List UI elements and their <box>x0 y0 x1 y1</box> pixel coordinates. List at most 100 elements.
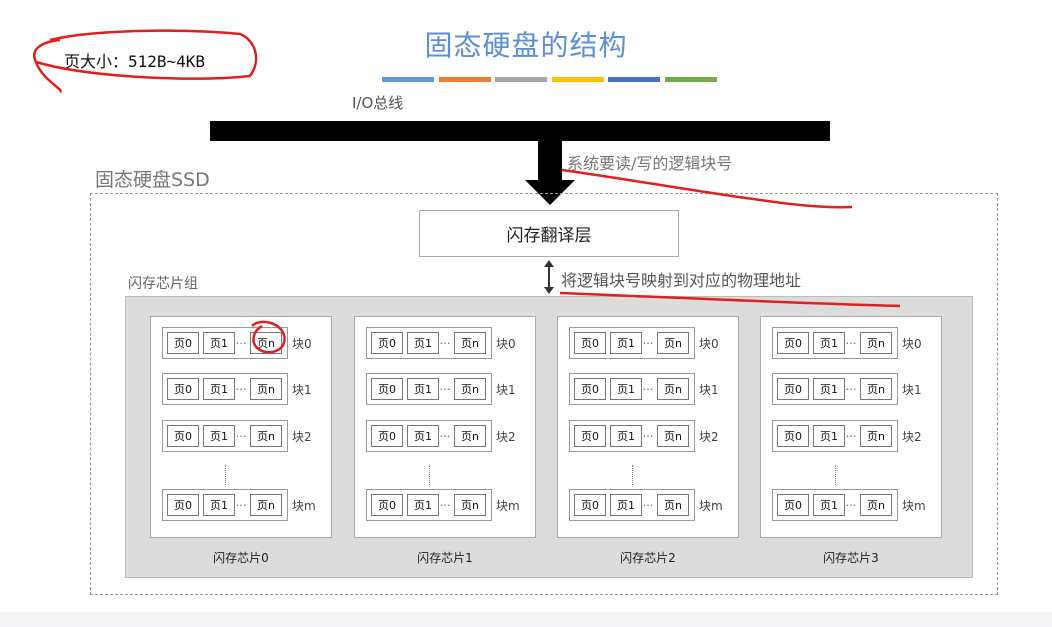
color-bar-segment <box>438 77 491 82</box>
block-label: 块m <box>699 499 723 513</box>
flash-page: 页1 <box>813 494 845 516</box>
block-label: 块0 <box>902 337 922 351</box>
flash-page: 页1 <box>203 332 235 354</box>
flash-page: 页1 <box>407 494 439 516</box>
flash-page: 页n <box>657 425 689 447</box>
page-ellipsis: … <box>439 496 451 509</box>
flash-page: 页n <box>454 332 486 354</box>
flash-page: 页0 <box>371 332 403 354</box>
page-ellipsis: … <box>439 427 451 440</box>
block-ellipsis <box>835 465 838 485</box>
flash-page: 页0 <box>574 332 606 354</box>
flash-page: 页n <box>860 425 892 447</box>
block-label: 块2 <box>496 430 516 444</box>
flash-page: 页1 <box>203 378 235 400</box>
flash-page: 页0 <box>371 425 403 447</box>
flash-page: 页1 <box>407 425 439 447</box>
color-bar-segment <box>608 77 660 82</box>
flash-page: 页n <box>250 332 282 354</box>
block-ellipsis <box>225 465 228 485</box>
chip-label: 闪存芯片0 <box>213 551 269 565</box>
handwritten-note: 页大小：512B~4KB <box>64 52 206 71</box>
block-label: 块2 <box>292 430 312 444</box>
flash-page: 页1 <box>610 378 642 400</box>
block-label: 块2 <box>699 430 719 444</box>
flash-page: 页0 <box>371 378 403 400</box>
block-label: 块1 <box>699 383 719 397</box>
chip-group-label: 闪存芯片组 <box>128 276 198 292</box>
flash-page: 页0 <box>777 332 809 354</box>
block-label: 块1 <box>292 383 312 397</box>
page-ellipsis: … <box>845 380 857 393</box>
block-label: 块0 <box>292 337 312 351</box>
color-bar-segment <box>551 77 604 82</box>
page-ellipsis: … <box>439 380 451 393</box>
flash-page: 页n <box>250 494 282 516</box>
ssd-label: 固态硬盘SSD <box>95 169 210 191</box>
flash-page: 页0 <box>777 425 809 447</box>
flash-page: 页1 <box>407 332 439 354</box>
flash-page: 页0 <box>167 332 199 354</box>
block-label: 块0 <box>496 337 516 351</box>
flash-page: 页1 <box>813 332 845 354</box>
flash-page: 页n <box>250 378 282 400</box>
block-label: 块m <box>292 499 316 513</box>
flash-page: 页n <box>860 378 892 400</box>
chip-label: 闪存芯片3 <box>823 551 879 565</box>
flash-page: 页n <box>657 378 689 400</box>
flash-page: 页1 <box>813 378 845 400</box>
flash-page: 页0 <box>167 378 199 400</box>
flash-page: 页n <box>454 425 486 447</box>
flash-page: 页0 <box>574 494 606 516</box>
page-ellipsis: … <box>642 427 654 440</box>
block-label: 块2 <box>902 430 922 444</box>
flash-translation-layer: 闪存翻译层 <box>419 210 679 257</box>
page-ellipsis: … <box>235 427 247 440</box>
block-label: 块1 <box>902 383 922 397</box>
flash-page: 页1 <box>610 494 642 516</box>
flash-page: 页1 <box>407 378 439 400</box>
page-ellipsis: … <box>642 496 654 509</box>
flash-page: 页n <box>860 332 892 354</box>
flash-page: 页1 <box>813 425 845 447</box>
flash-page: 页0 <box>574 425 606 447</box>
block-label: 块m <box>496 499 520 513</box>
chip-label: 闪存芯片2 <box>620 551 676 565</box>
block-label: 块m <box>902 499 926 513</box>
page-ellipsis: … <box>235 496 247 509</box>
page-ellipsis: … <box>642 380 654 393</box>
io-bus <box>210 121 830 141</box>
page-ellipsis: … <box>235 334 247 347</box>
io-bus-label: I/O总线 <box>352 94 404 112</box>
ssd-container <box>90 193 998 595</box>
block-ellipsis <box>429 465 432 485</box>
flash-page: 页0 <box>777 378 809 400</box>
flash-page: 页1 <box>203 494 235 516</box>
flash-page: 页n <box>860 494 892 516</box>
mapping-arrow <box>544 260 554 294</box>
chip-label: 闪存芯片1 <box>417 551 473 565</box>
flash-page: 页1 <box>203 425 235 447</box>
color-bar-segment <box>382 77 434 82</box>
mapping-label: 将逻辑块号映射到对应的物理地址 <box>561 271 802 290</box>
flash-page: 页n <box>250 425 282 447</box>
